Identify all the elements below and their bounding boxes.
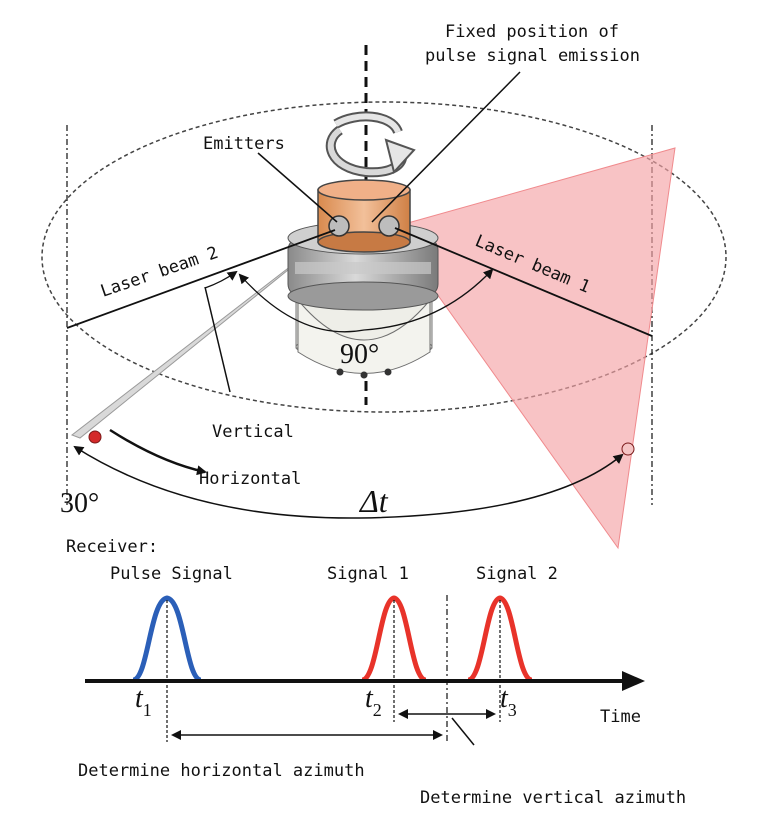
laser-beam-2-line — [66, 229, 336, 329]
t2-label: t2 — [365, 683, 382, 720]
pulse-signal-label: Pulse Signal — [110, 564, 233, 584]
fixed-position-label-line2: pulse signal emission — [425, 46, 640, 66]
angle-90-arc — [238, 268, 494, 333]
t3-label: t3 — [500, 683, 517, 720]
receiver-dot-left — [88, 430, 102, 444]
fixed-position-label-line1: Fixed position of — [445, 22, 619, 42]
determine-vertical-label: Determine vertical azimuth — [420, 788, 686, 808]
angle-90-label: 90° — [340, 339, 379, 370]
angle-30-label: 30° — [60, 488, 99, 519]
receiver-label: Receiver: — [66, 537, 158, 557]
emitter-right — [378, 215, 400, 237]
receiver-dot-right — [621, 442, 635, 456]
vertical-azimuth-pointer — [451, 717, 475, 746]
emitters-label: Emitters — [203, 134, 285, 154]
delta-t-arc — [73, 445, 624, 519]
time-axis-arrowhead — [622, 671, 645, 691]
horizontal-arc — [109, 428, 207, 476]
signal-1-label: Signal 1 — [327, 564, 409, 584]
signal-2-label: Signal 2 — [476, 564, 558, 584]
time-axis-label: Time — [600, 707, 641, 727]
vertical-pointer — [204, 286, 231, 393]
signal-2-peak — [466, 595, 534, 683]
horizontal-label: Horizontal — [199, 469, 301, 489]
laser-beam-2-label: Laser beam 2 — [98, 243, 221, 302]
delta-t-label: Δt — [358, 483, 389, 519]
t1-label: t1 — [135, 683, 152, 720]
emitter-left — [328, 215, 350, 237]
rotation-arrow-icon — [325, 111, 416, 178]
laser-beam-1-line — [394, 227, 653, 337]
pulse-signal-peak — [131, 595, 203, 683]
determine-horizontal-label: Determine horizontal azimuth — [78, 761, 365, 781]
laser-fan-beam-1 — [389, 147, 676, 550]
signal-1-peak — [360, 595, 428, 683]
emitters-pointer — [257, 152, 338, 223]
rotation-plane-ellipse — [41, 101, 727, 413]
vertical-arc — [204, 270, 238, 289]
vertical-label: Vertical — [212, 422, 294, 442]
fixed-position-pointer — [371, 71, 521, 223]
